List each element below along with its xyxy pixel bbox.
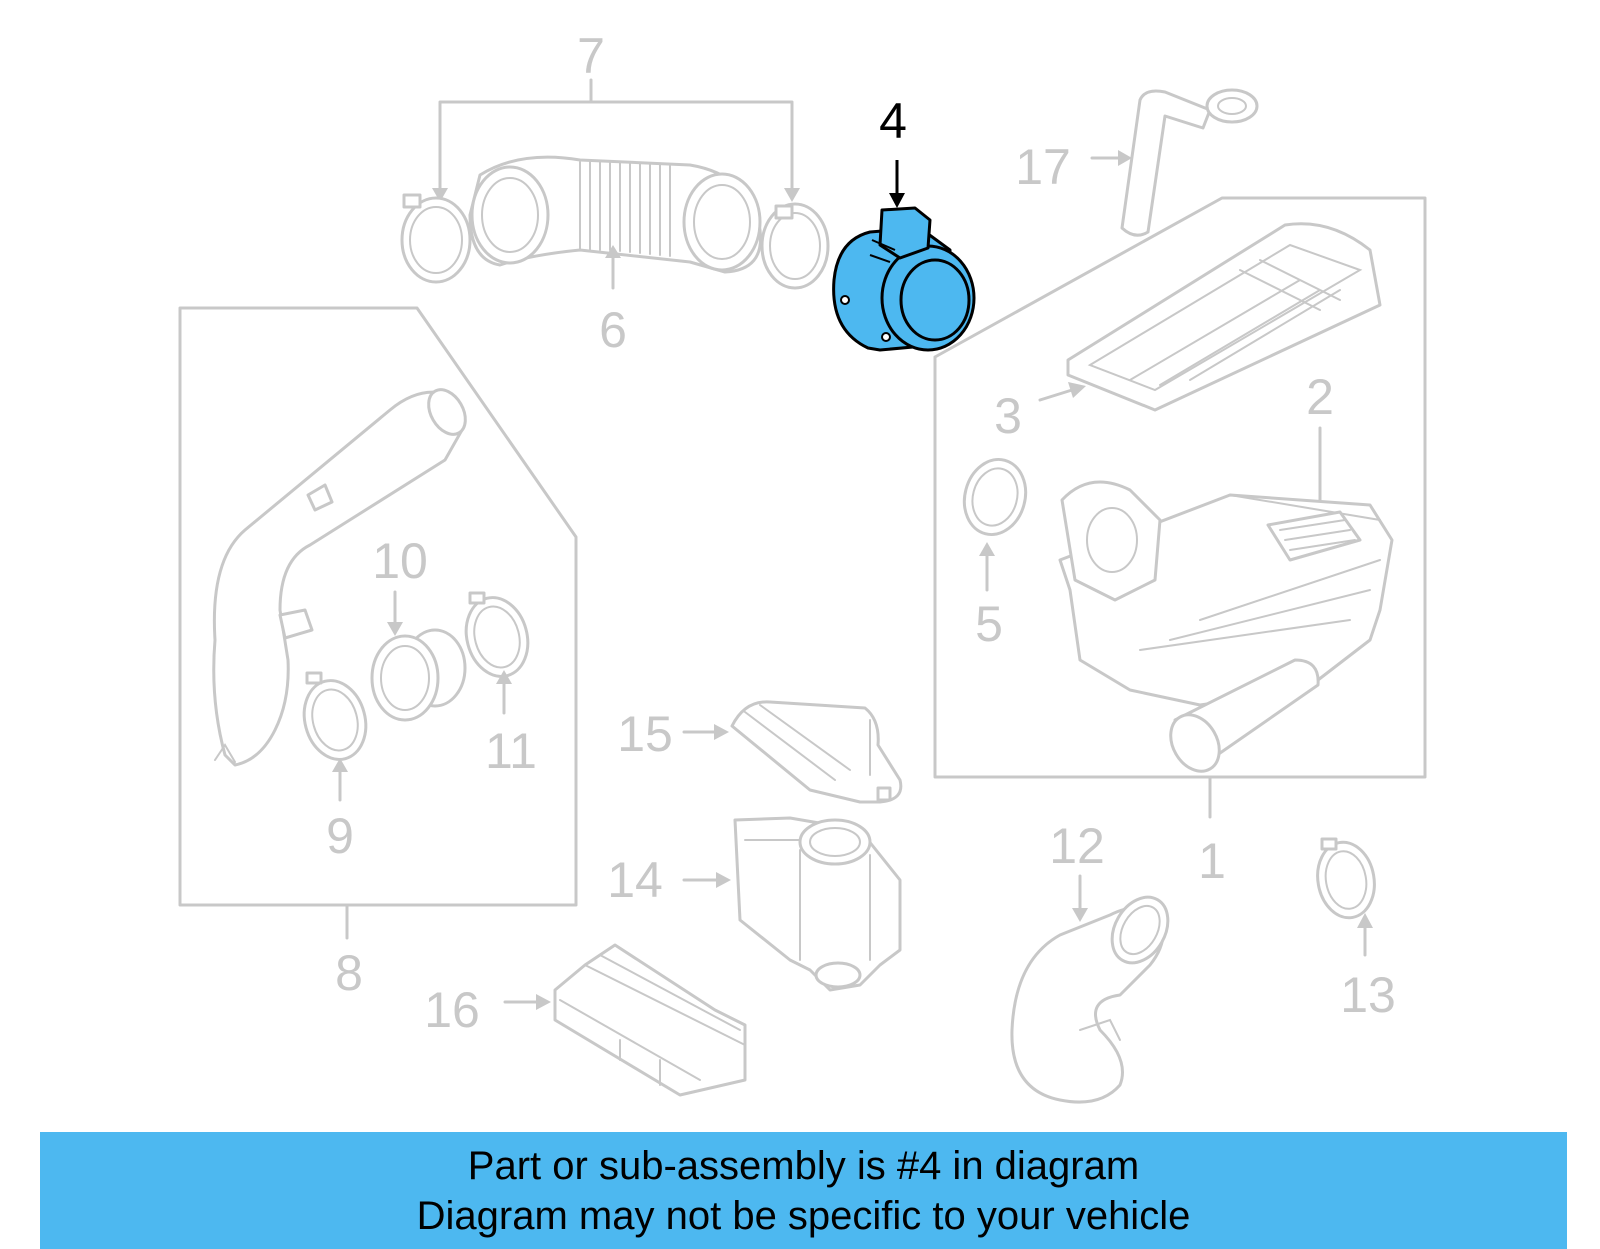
- part-clamp-right-7[interactable]: [760, 202, 830, 290]
- callout-15[interactable]: 15: [617, 706, 673, 762]
- part-group-1: [933, 196, 1427, 819]
- callout-12[interactable]: 12: [1049, 818, 1105, 874]
- callout-11[interactable]: 11: [485, 723, 537, 779]
- part-air-box-housing[interactable]: [1058, 480, 1394, 780]
- part-charge-pipe[interactable]: [212, 383, 473, 767]
- part-clamp-9[interactable]: [296, 671, 375, 766]
- part-clamp-11[interactable]: [458, 591, 537, 684]
- part-group-8: [178, 306, 578, 940]
- callout-3[interactable]: 3: [994, 388, 1022, 444]
- banner-line-2: Diagram may not be specific to your vehi…: [416, 1193, 1191, 1238]
- callout-4[interactable]: 4: [879, 93, 907, 149]
- part-rubber-sleeve-10[interactable]: [370, 628, 467, 722]
- part-mass-air-flow-sensor-4[interactable]: [832, 206, 976, 352]
- part-intake-elbow-12[interactable]: [1010, 887, 1179, 1104]
- callout-7[interactable]: 7: [577, 28, 605, 84]
- part-air-guide-16[interactable]: [553, 943, 747, 1097]
- part-intake-hose-6[interactable]: [468, 155, 763, 274]
- callout-8[interactable]: 8: [335, 945, 363, 1001]
- callout-1[interactable]: 1: [1198, 833, 1226, 889]
- callout-16[interactable]: 16: [424, 982, 480, 1038]
- part-breather-hose-17[interactable]: [1120, 88, 1259, 237]
- callout-9[interactable]: 9: [326, 808, 354, 864]
- callout-10[interactable]: 10: [372, 533, 428, 589]
- part-air-filter-lid-3[interactable]: [1066, 222, 1382, 412]
- part-air-duct-15[interactable]: [730, 700, 903, 804]
- part-intake-housing-14[interactable]: [733, 816, 902, 992]
- callout-13[interactable]: 13: [1340, 967, 1396, 1023]
- callout-17[interactable]: 17: [1015, 139, 1071, 195]
- info-banner: Part or sub-assembly is #4 in diagram Di…: [40, 1132, 1567, 1249]
- part-gasket-5[interactable]: [956, 453, 1034, 542]
- callout-2[interactable]: 2: [1306, 369, 1334, 425]
- part-group-7: [432, 78, 800, 202]
- callout-14[interactable]: 14: [607, 852, 663, 908]
- part-clamp-13[interactable]: [1312, 837, 1380, 923]
- callout-6[interactable]: 6: [599, 302, 627, 358]
- banner-line-1: Part or sub-assembly is #4 in diagram: [467, 1143, 1140, 1188]
- callout-5[interactable]: 5: [975, 596, 1003, 652]
- part-clamp-left-7[interactable]: [400, 193, 472, 284]
